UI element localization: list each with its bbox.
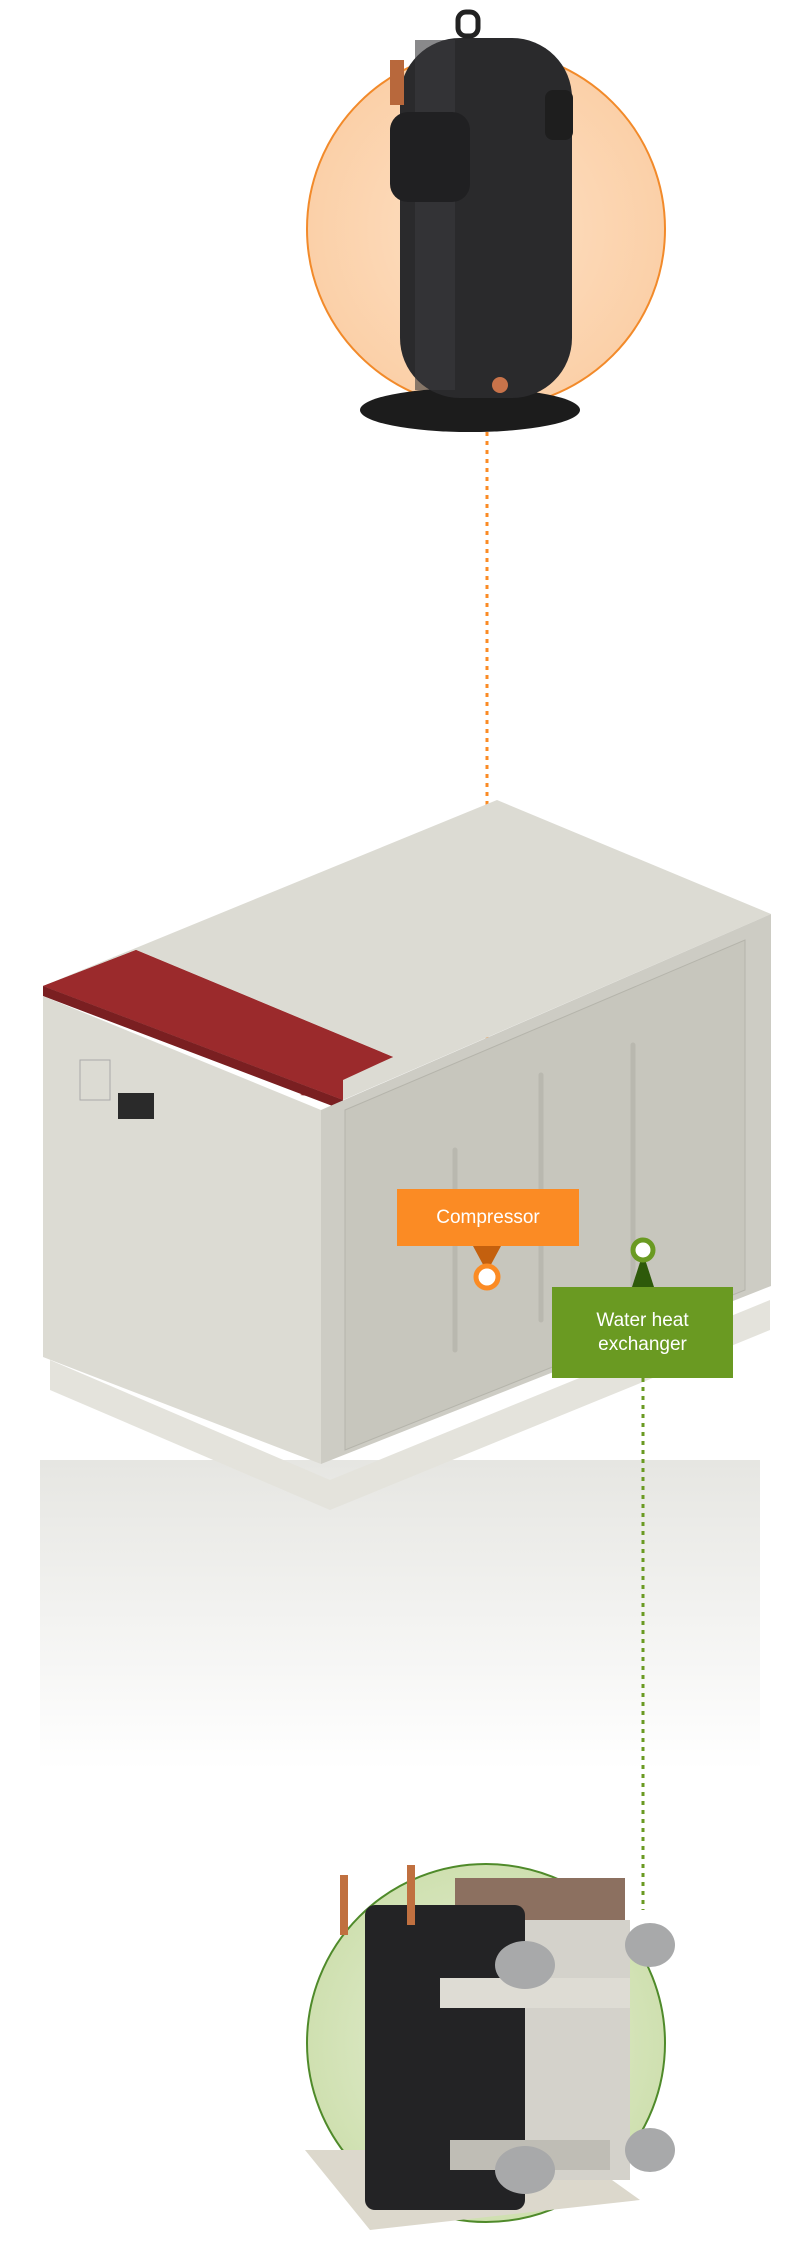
- water-heat-exchanger-label-text: Water heat exchanger: [596, 1309, 689, 1355]
- compressor-hotspot-dot[interactable]: [473, 1263, 501, 1291]
- compressor-image[interactable]: [306, 9, 666, 432]
- unit-shadow: [40, 1460, 760, 1770]
- compressor-label[interactable]: Compressor: [397, 1189, 579, 1246]
- whe-pointer: [632, 1253, 654, 1287]
- water-heat-exchanger-image[interactable]: [305, 1863, 675, 2230]
- water-heat-exchanger-label[interactable]: Water heat exchanger: [552, 1287, 733, 1378]
- unit-image[interactable]: [43, 800, 771, 1510]
- whe-hotspot-dot[interactable]: [630, 1237, 656, 1263]
- compressor-pointer: [473, 1246, 501, 1272]
